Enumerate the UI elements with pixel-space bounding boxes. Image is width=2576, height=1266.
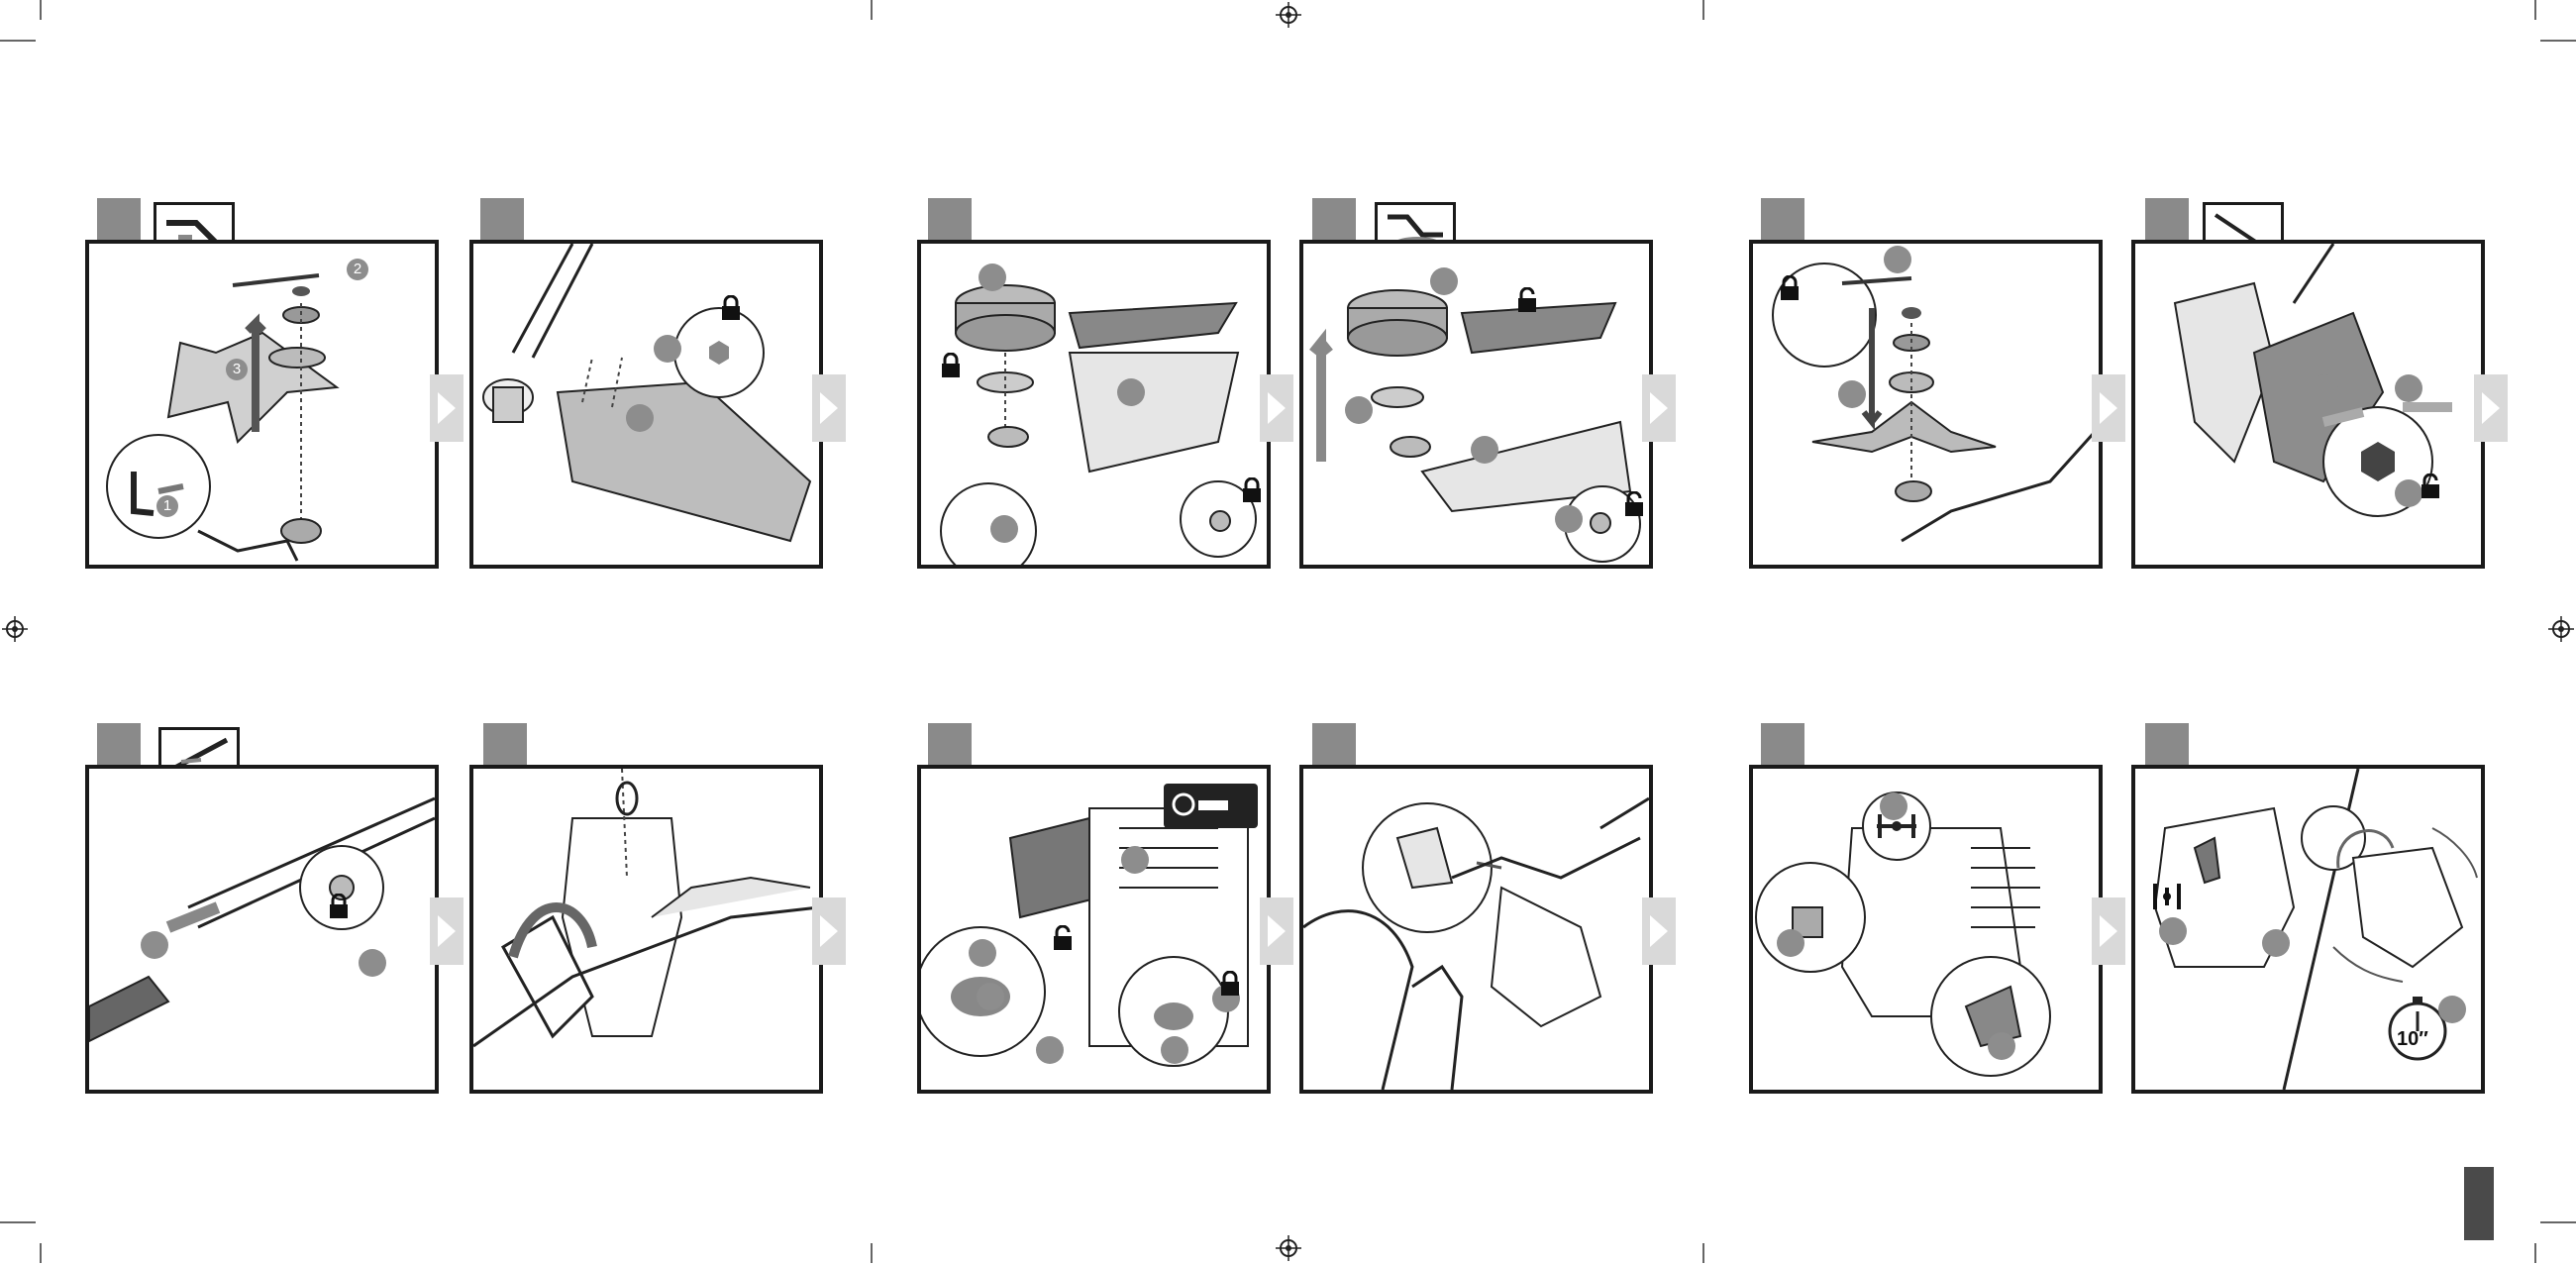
step-number-2: 2 bbox=[347, 259, 368, 280]
next-arrow-icon bbox=[1260, 374, 1293, 442]
callout-dot bbox=[1345, 396, 1373, 424]
callout-dot bbox=[1161, 1036, 1188, 1064]
step-panel-1 bbox=[85, 240, 439, 569]
lock-icon bbox=[721, 295, 741, 326]
callout-dot bbox=[979, 264, 1006, 291]
callout-dot bbox=[359, 949, 386, 977]
callout-dot bbox=[1036, 1036, 1064, 1064]
callout-dot bbox=[1777, 929, 1804, 957]
step-panel-10 bbox=[1299, 765, 1653, 1094]
next-arrow-icon bbox=[2092, 374, 2125, 442]
page-tab-marker bbox=[2464, 1167, 2494, 1240]
callout-dot bbox=[654, 335, 681, 363]
timer-value: 10″ bbox=[2397, 1028, 2428, 1051]
step-panel-8 bbox=[469, 765, 823, 1094]
next-arrow-icon bbox=[812, 897, 846, 965]
next-arrow-icon bbox=[812, 374, 846, 442]
callout-dot bbox=[1471, 436, 1498, 464]
step-number-3: 3 bbox=[226, 359, 248, 380]
lock-icon bbox=[941, 353, 961, 383]
callout-dot bbox=[2395, 479, 2422, 507]
next-arrow-icon bbox=[1260, 897, 1293, 965]
step-panel-7 bbox=[85, 765, 439, 1094]
lock-icon bbox=[1242, 477, 1262, 508]
step-panel-6 bbox=[2131, 240, 2485, 569]
lock-icon bbox=[329, 894, 349, 924]
step-panel-5 bbox=[1749, 240, 2103, 569]
callout-dot bbox=[2159, 917, 2187, 945]
lock-icon bbox=[1220, 971, 1240, 1002]
callout-dot bbox=[2395, 374, 2422, 402]
step-panel-9 bbox=[917, 765, 1271, 1094]
step-number-1: 1 bbox=[156, 495, 178, 517]
next-arrow-icon bbox=[1642, 897, 1676, 965]
callout-dot bbox=[1838, 380, 1866, 408]
next-arrow-icon bbox=[430, 897, 464, 965]
next-arrow-icon bbox=[2092, 897, 2125, 965]
callout-dot bbox=[990, 515, 1018, 543]
callout-dot bbox=[969, 939, 996, 967]
unlock-icon bbox=[1053, 925, 1075, 956]
callout-dot bbox=[1880, 792, 1907, 820]
callout-dot bbox=[2311, 374, 2338, 402]
callout-dot bbox=[141, 931, 168, 959]
next-arrow-icon bbox=[430, 374, 464, 442]
callout-dot bbox=[2438, 996, 2466, 1023]
callout-dot bbox=[1555, 505, 1583, 533]
lock-icon bbox=[1780, 275, 1800, 306]
callout-dot bbox=[1988, 1032, 2015, 1060]
callout-dot bbox=[1884, 246, 1911, 273]
step-panel-11 bbox=[1749, 765, 2103, 1094]
unlock-icon bbox=[1624, 491, 1646, 522]
callout-dot bbox=[1117, 378, 1145, 406]
callout-dot bbox=[1430, 267, 1458, 295]
next-arrow-icon bbox=[1642, 374, 1676, 442]
unlock-icon bbox=[1517, 287, 1539, 318]
choke-icon bbox=[2147, 882, 2187, 916]
callout-dot bbox=[1121, 846, 1149, 874]
step-panel-3 bbox=[917, 240, 1271, 569]
step-panel-2 bbox=[469, 240, 823, 569]
callout-dot bbox=[977, 983, 1004, 1010]
callout-dot bbox=[626, 404, 654, 432]
callout-dot bbox=[2262, 929, 2290, 957]
next-arrow-icon bbox=[2474, 374, 2508, 442]
unlock-icon bbox=[2421, 474, 2442, 504]
